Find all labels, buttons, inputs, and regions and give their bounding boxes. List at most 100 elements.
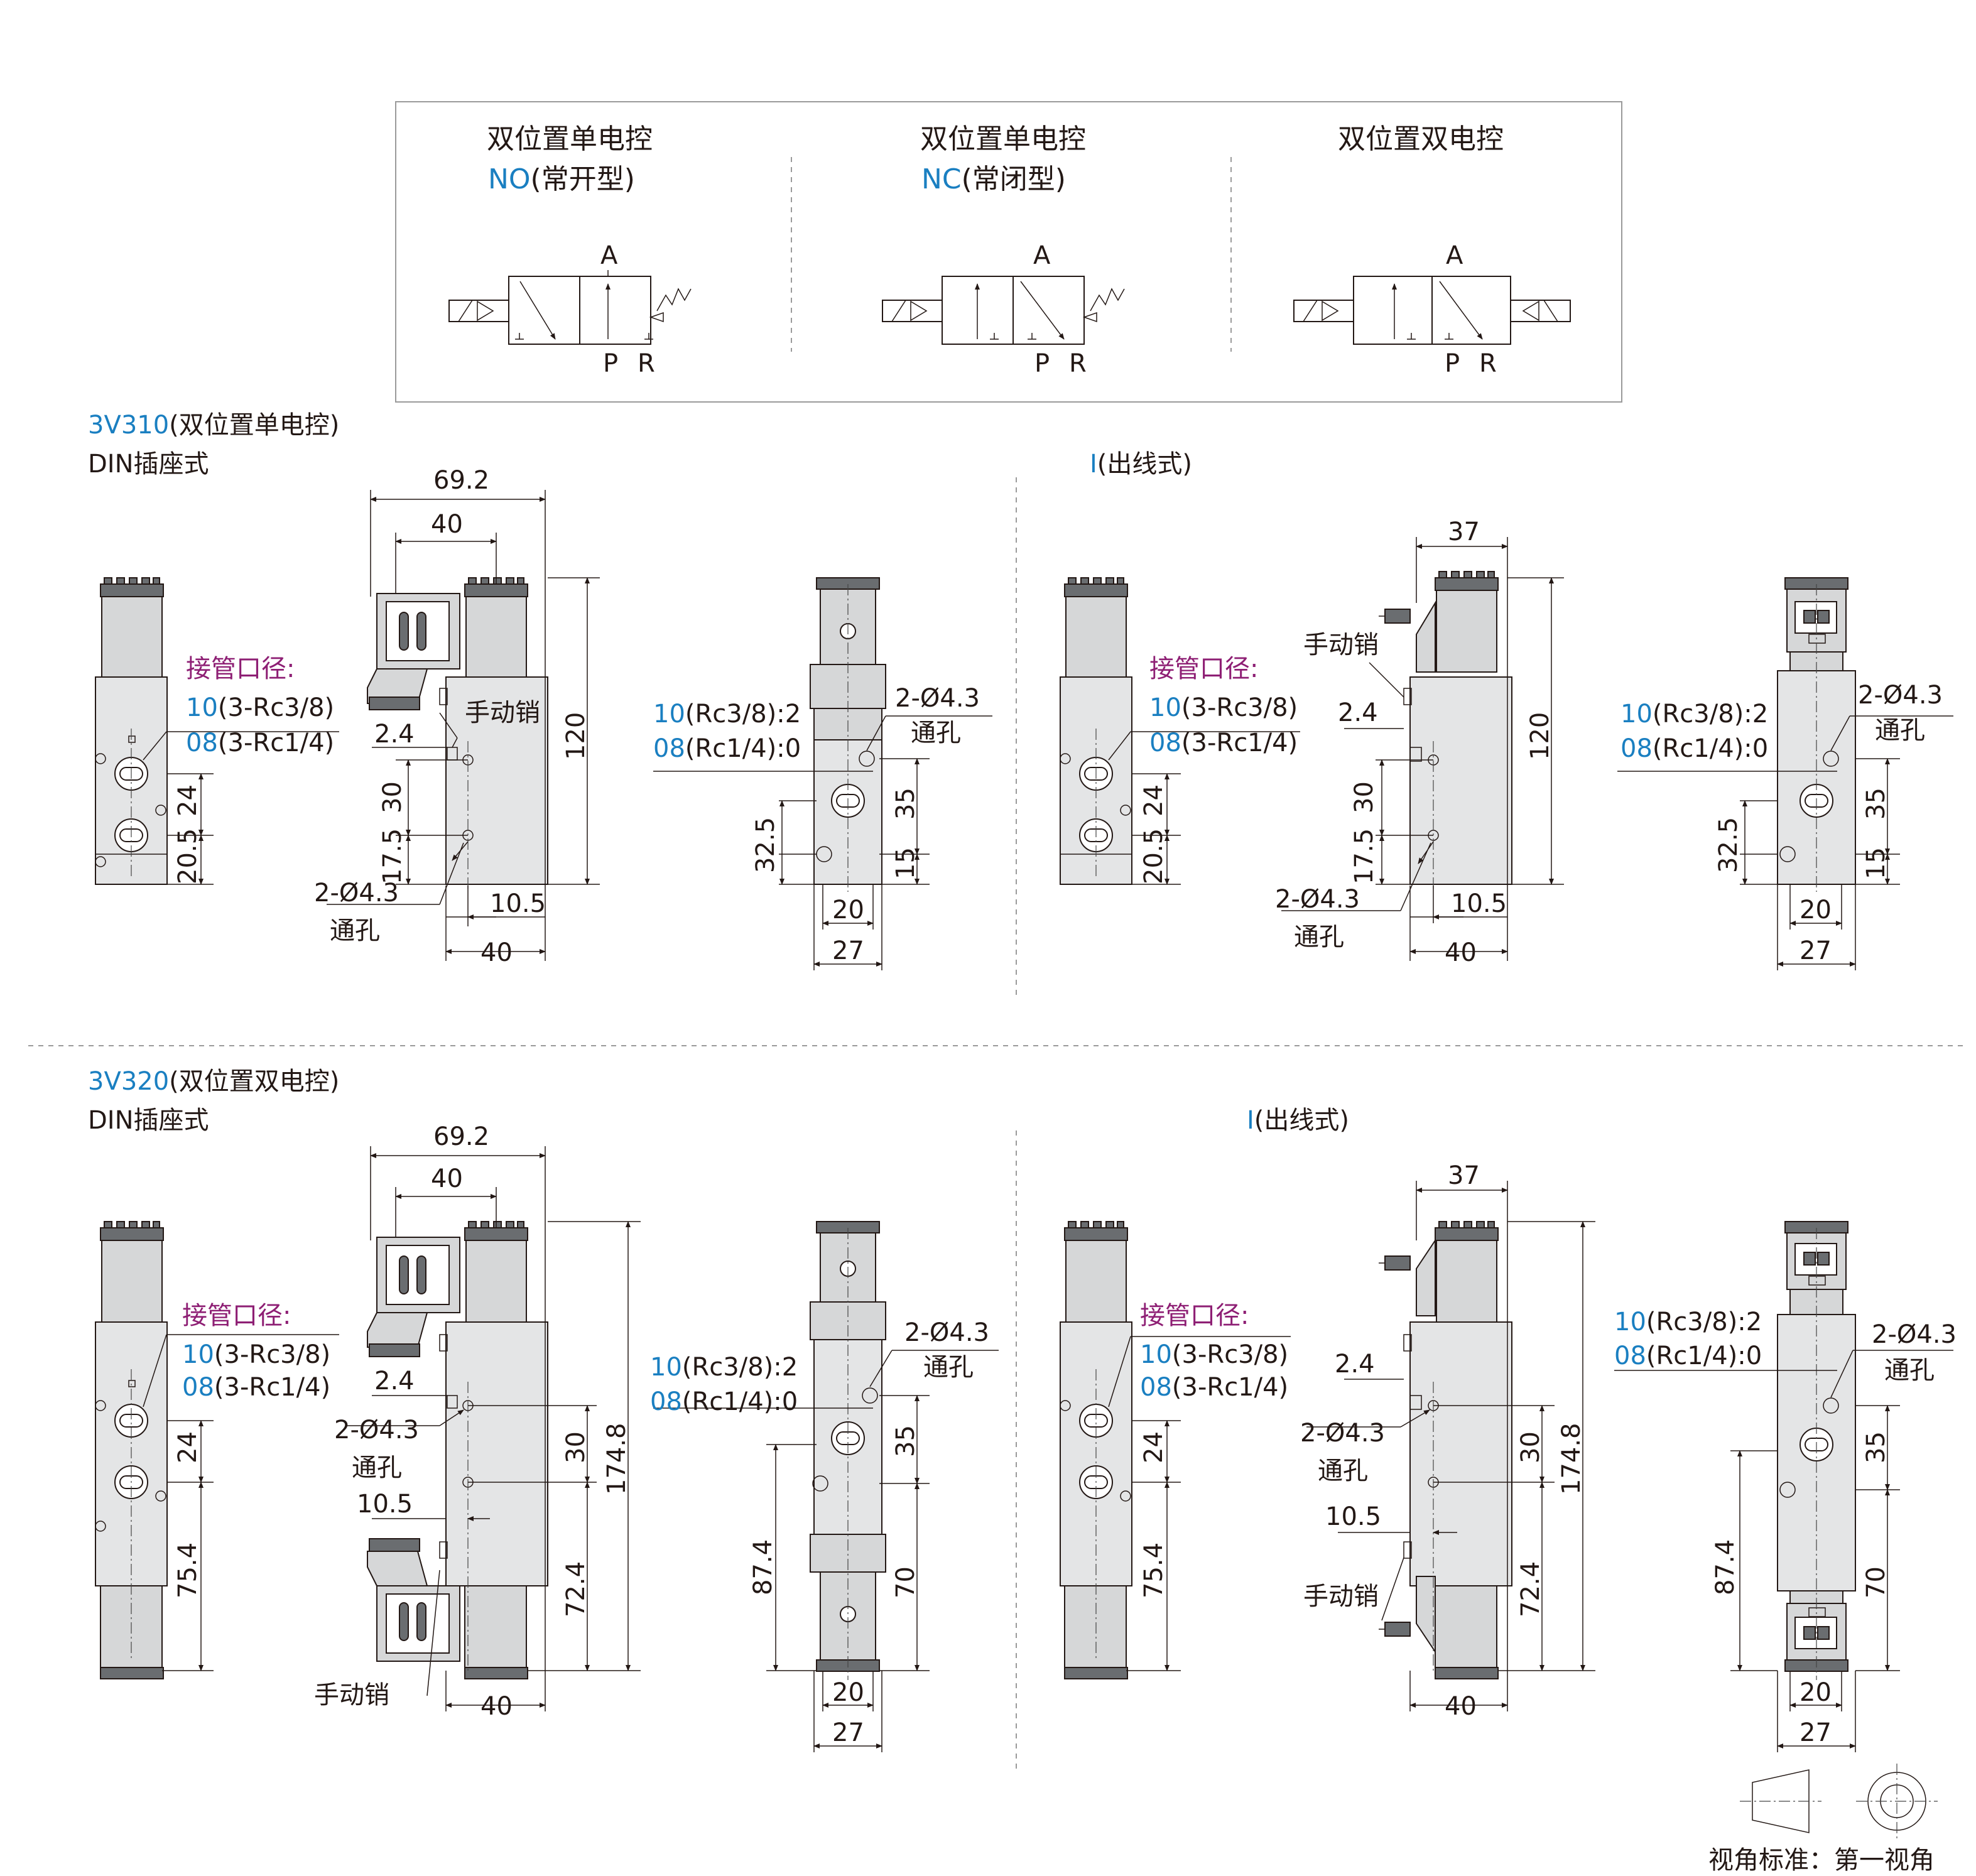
through-hole-label: 通孔 [352, 1453, 402, 1482]
dim-10-5: 10.5 [1451, 889, 1507, 918]
port-spec: (3-Rc1/4) [214, 1373, 330, 1402]
dim-17-5: 17.5 [1350, 828, 1379, 884]
svg-text:10(3-Rc3/8): 10(3-Rc3/8) [186, 693, 334, 722]
model-code: 3V320 [88, 1067, 169, 1096]
dim-24: 24 [173, 784, 202, 816]
symbol-title: 双位置单电控 [487, 123, 653, 155]
symbol-mode: (常开型) [531, 163, 635, 195]
alt-code: I [1090, 450, 1097, 479]
alt-code: I [1247, 1106, 1254, 1135]
out-code: 08 [650, 1387, 682, 1416]
port-spec: (3-Rc3/8) [1181, 693, 1298, 722]
model-desc: (双位置双电控) [169, 1067, 339, 1096]
through-hole-label: 通孔 [1294, 923, 1344, 952]
symbol-box: 双位置单电控 NO(常开型) A P R 双位置单电控 NC(常闭型) A P … [395, 101, 1622, 403]
hole-label: 2-Ø4.3 [1858, 681, 1943, 710]
manual-pin-label: 手动销 [314, 1681, 389, 1710]
svg-text:08(3-Rc1/4): 08(3-Rc1/4) [186, 729, 334, 757]
dim-40: 40 [431, 1164, 463, 1193]
port-p: P [1445, 349, 1460, 378]
dim-30: 30 [562, 1431, 590, 1463]
dim-10-5: 10.5 [490, 889, 546, 918]
port-size-label: 接管口径: [186, 654, 295, 683]
port-code: 08 [1149, 729, 1181, 757]
dim-40: 40 [1445, 1692, 1477, 1721]
svg-text:10(Rc3/8):2: 10(Rc3/8):2 [653, 700, 801, 729]
dim-75-4: 75.4 [1139, 1543, 1168, 1598]
manual-pin-label: 手动销 [1303, 1582, 1379, 1611]
hole-label: 2-Ø4.3 [334, 1416, 419, 1445]
hole-label: 2-Ø4.3 [904, 1318, 989, 1347]
dim-30: 30 [1350, 781, 1379, 813]
dim-17-5: 17.5 [378, 828, 407, 884]
valve-side-view-wired [1060, 577, 1300, 885]
dim-24: 24 [173, 1431, 202, 1463]
valve-side-view [95, 577, 168, 885]
dim-72-4: 72.4 [1516, 1561, 1545, 1617]
dim-72-4: 72.4 [562, 1561, 590, 1617]
port-r: R [1479, 349, 1497, 378]
through-hole-label: 通孔 [923, 1353, 974, 1382]
hole-label: 2-Ø4.3 [1300, 1419, 1385, 1448]
dim-20: 20 [832, 1678, 864, 1707]
svg-text:10(3-Rc3/8): 10(3-Rc3/8) [1140, 1340, 1288, 1369]
svg-text:10(3-Rc3/8): 10(3-Rc3/8) [182, 1340, 330, 1369]
svg-text:3V320(双位置双电控): 3V320(双位置双电控) [88, 1067, 339, 1096]
manual-pin-label: 手动销 [465, 698, 540, 727]
dim-174-8: 174.8 [1557, 1423, 1586, 1495]
out-code: 10 [650, 1353, 682, 1382]
through-hole-label: 通孔 [1884, 1356, 1935, 1385]
dim-27: 27 [832, 936, 864, 965]
dim-120: 120 [562, 712, 590, 760]
dim-32-5: 32.5 [1714, 817, 1743, 873]
dim-30: 30 [1516, 1431, 1545, 1463]
svg-text:10(Rc3/8):2: 10(Rc3/8):2 [650, 1353, 798, 1382]
svg-text:08(Rc1/4):0: 08(Rc1/4):0 [1614, 1342, 1762, 1370]
through-hole-label: 通孔 [330, 916, 380, 945]
port-size-label: 接管口径: [1149, 654, 1258, 683]
port-code: 08 [182, 1373, 214, 1402]
dim-35: 35 [1862, 788, 1891, 820]
port-p: P [1034, 349, 1050, 378]
valve-side-view [95, 1221, 339, 1679]
through-hole-label: 通孔 [911, 718, 961, 747]
out-spec: (Rc3/8):2 [1653, 700, 1768, 729]
port-size-label: 接管口径: [182, 1301, 291, 1330]
port-a: A [1446, 241, 1463, 270]
dim-75-4: 75.4 [173, 1543, 202, 1598]
dim-20: 20 [1800, 896, 1832, 924]
dim-2-4: 2.4 [374, 1367, 415, 1396]
port-code: 08 [186, 729, 218, 757]
valve-end-view-din [810, 577, 886, 892]
port-code: 10 [1149, 693, 1181, 722]
svg-text:08(3-Rc1/4): 08(3-Rc1/4) [1140, 1373, 1288, 1402]
dim-15: 15 [1862, 847, 1891, 879]
mount-style: DIN插座式 [88, 1106, 209, 1135]
dim-27: 27 [1800, 1718, 1832, 1747]
out-spec: (Rc1/4):0 [685, 734, 801, 763]
out-spec: (Rc1/4):0 [1646, 1342, 1762, 1370]
model-code: 3V310 [88, 411, 169, 440]
out-code: 08 [653, 734, 685, 763]
dim-10-5: 10.5 [357, 1490, 413, 1519]
dim-87-4: 87.4 [1711, 1539, 1740, 1595]
out-spec: (Rc3/8):2 [685, 700, 801, 729]
svg-text:I(出线式): I(出线式) [1090, 450, 1192, 479]
port-size-label: 接管口径: [1140, 1301, 1249, 1330]
svg-text:10(Rc3/8):2: 10(Rc3/8):2 [1620, 700, 1768, 729]
hole-label: 2-Ø4.3 [1872, 1320, 1957, 1349]
port-spec: (3-Rc3/8) [218, 693, 334, 722]
dim-32-5: 32.5 [751, 817, 780, 873]
model-desc: (双位置单电控) [169, 411, 339, 440]
dim-40: 40 [1445, 938, 1477, 967]
dim-27: 27 [1800, 936, 1832, 965]
port-spec: (3-Rc1/4) [218, 729, 334, 757]
dim-lines-front [327, 490, 600, 961]
svg-text:NC(常闭型): NC(常闭型) [921, 163, 1066, 195]
port-a: A [600, 241, 618, 270]
dim-2-4: 2.4 [374, 720, 415, 749]
dim-37: 37 [1448, 1161, 1480, 1190]
dim-40: 40 [431, 510, 463, 539]
valve-front-view-wired [1306, 1181, 1595, 1711]
port-callout [143, 731, 339, 885]
